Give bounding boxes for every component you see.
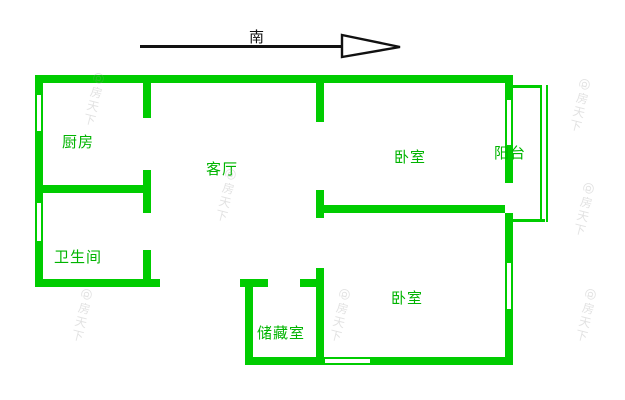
watermark: @房天下 xyxy=(326,287,354,345)
wall-outer-bottom-left xyxy=(35,279,160,287)
room-label-storage-room: 储藏室 xyxy=(257,324,306,342)
wall-kitchen-south xyxy=(35,185,151,193)
wall-bed-storage-divider xyxy=(316,268,324,357)
wall-kitchen-east-stub xyxy=(143,83,151,118)
room-label-living-room: 客厅 xyxy=(206,160,239,178)
wall-kitchen-east-mid xyxy=(143,170,151,213)
window-bedroom-south-east xyxy=(505,263,513,309)
wall-entry-ledge xyxy=(240,279,268,287)
wall-living-bed-north-stub xyxy=(316,83,324,122)
balcony-window-east xyxy=(540,85,548,222)
room-label-balcony: 阳台 xyxy=(494,144,527,162)
room-label-bedroom-north: 卧室 xyxy=(394,148,427,166)
window-bottom xyxy=(325,357,370,365)
watermark: @房天下 xyxy=(572,287,600,345)
window-bathroom-west xyxy=(35,203,43,241)
watermark: @房天下 xyxy=(570,181,598,239)
room-label-bathroom: 卫生间 xyxy=(54,248,103,266)
wall-storage-west xyxy=(245,279,253,365)
watermark: @房天下 xyxy=(68,287,96,345)
compass-arrow-line xyxy=(140,45,386,48)
wall-outer-left xyxy=(35,75,43,287)
wall-outer-bottom xyxy=(245,357,513,365)
wall-bathroom-east-stub xyxy=(143,250,151,287)
room-label-kitchen: 厨房 xyxy=(62,133,95,151)
window-bedroom-balcony xyxy=(505,100,513,145)
wall-bedroom-divider xyxy=(316,205,505,213)
balcony-wall-south xyxy=(513,219,545,222)
window-kitchen-west xyxy=(35,95,43,131)
wall-storage-north xyxy=(300,279,324,287)
balcony-wall-north xyxy=(513,85,545,88)
wall-outer-top xyxy=(35,75,513,83)
watermark: @房天下 xyxy=(566,77,594,135)
wall-living-bed-mid xyxy=(316,190,324,218)
compass-arrow-icon xyxy=(340,33,401,59)
south-label: 南 xyxy=(249,28,266,46)
room-label-bedroom-south: 卧室 xyxy=(391,289,424,307)
